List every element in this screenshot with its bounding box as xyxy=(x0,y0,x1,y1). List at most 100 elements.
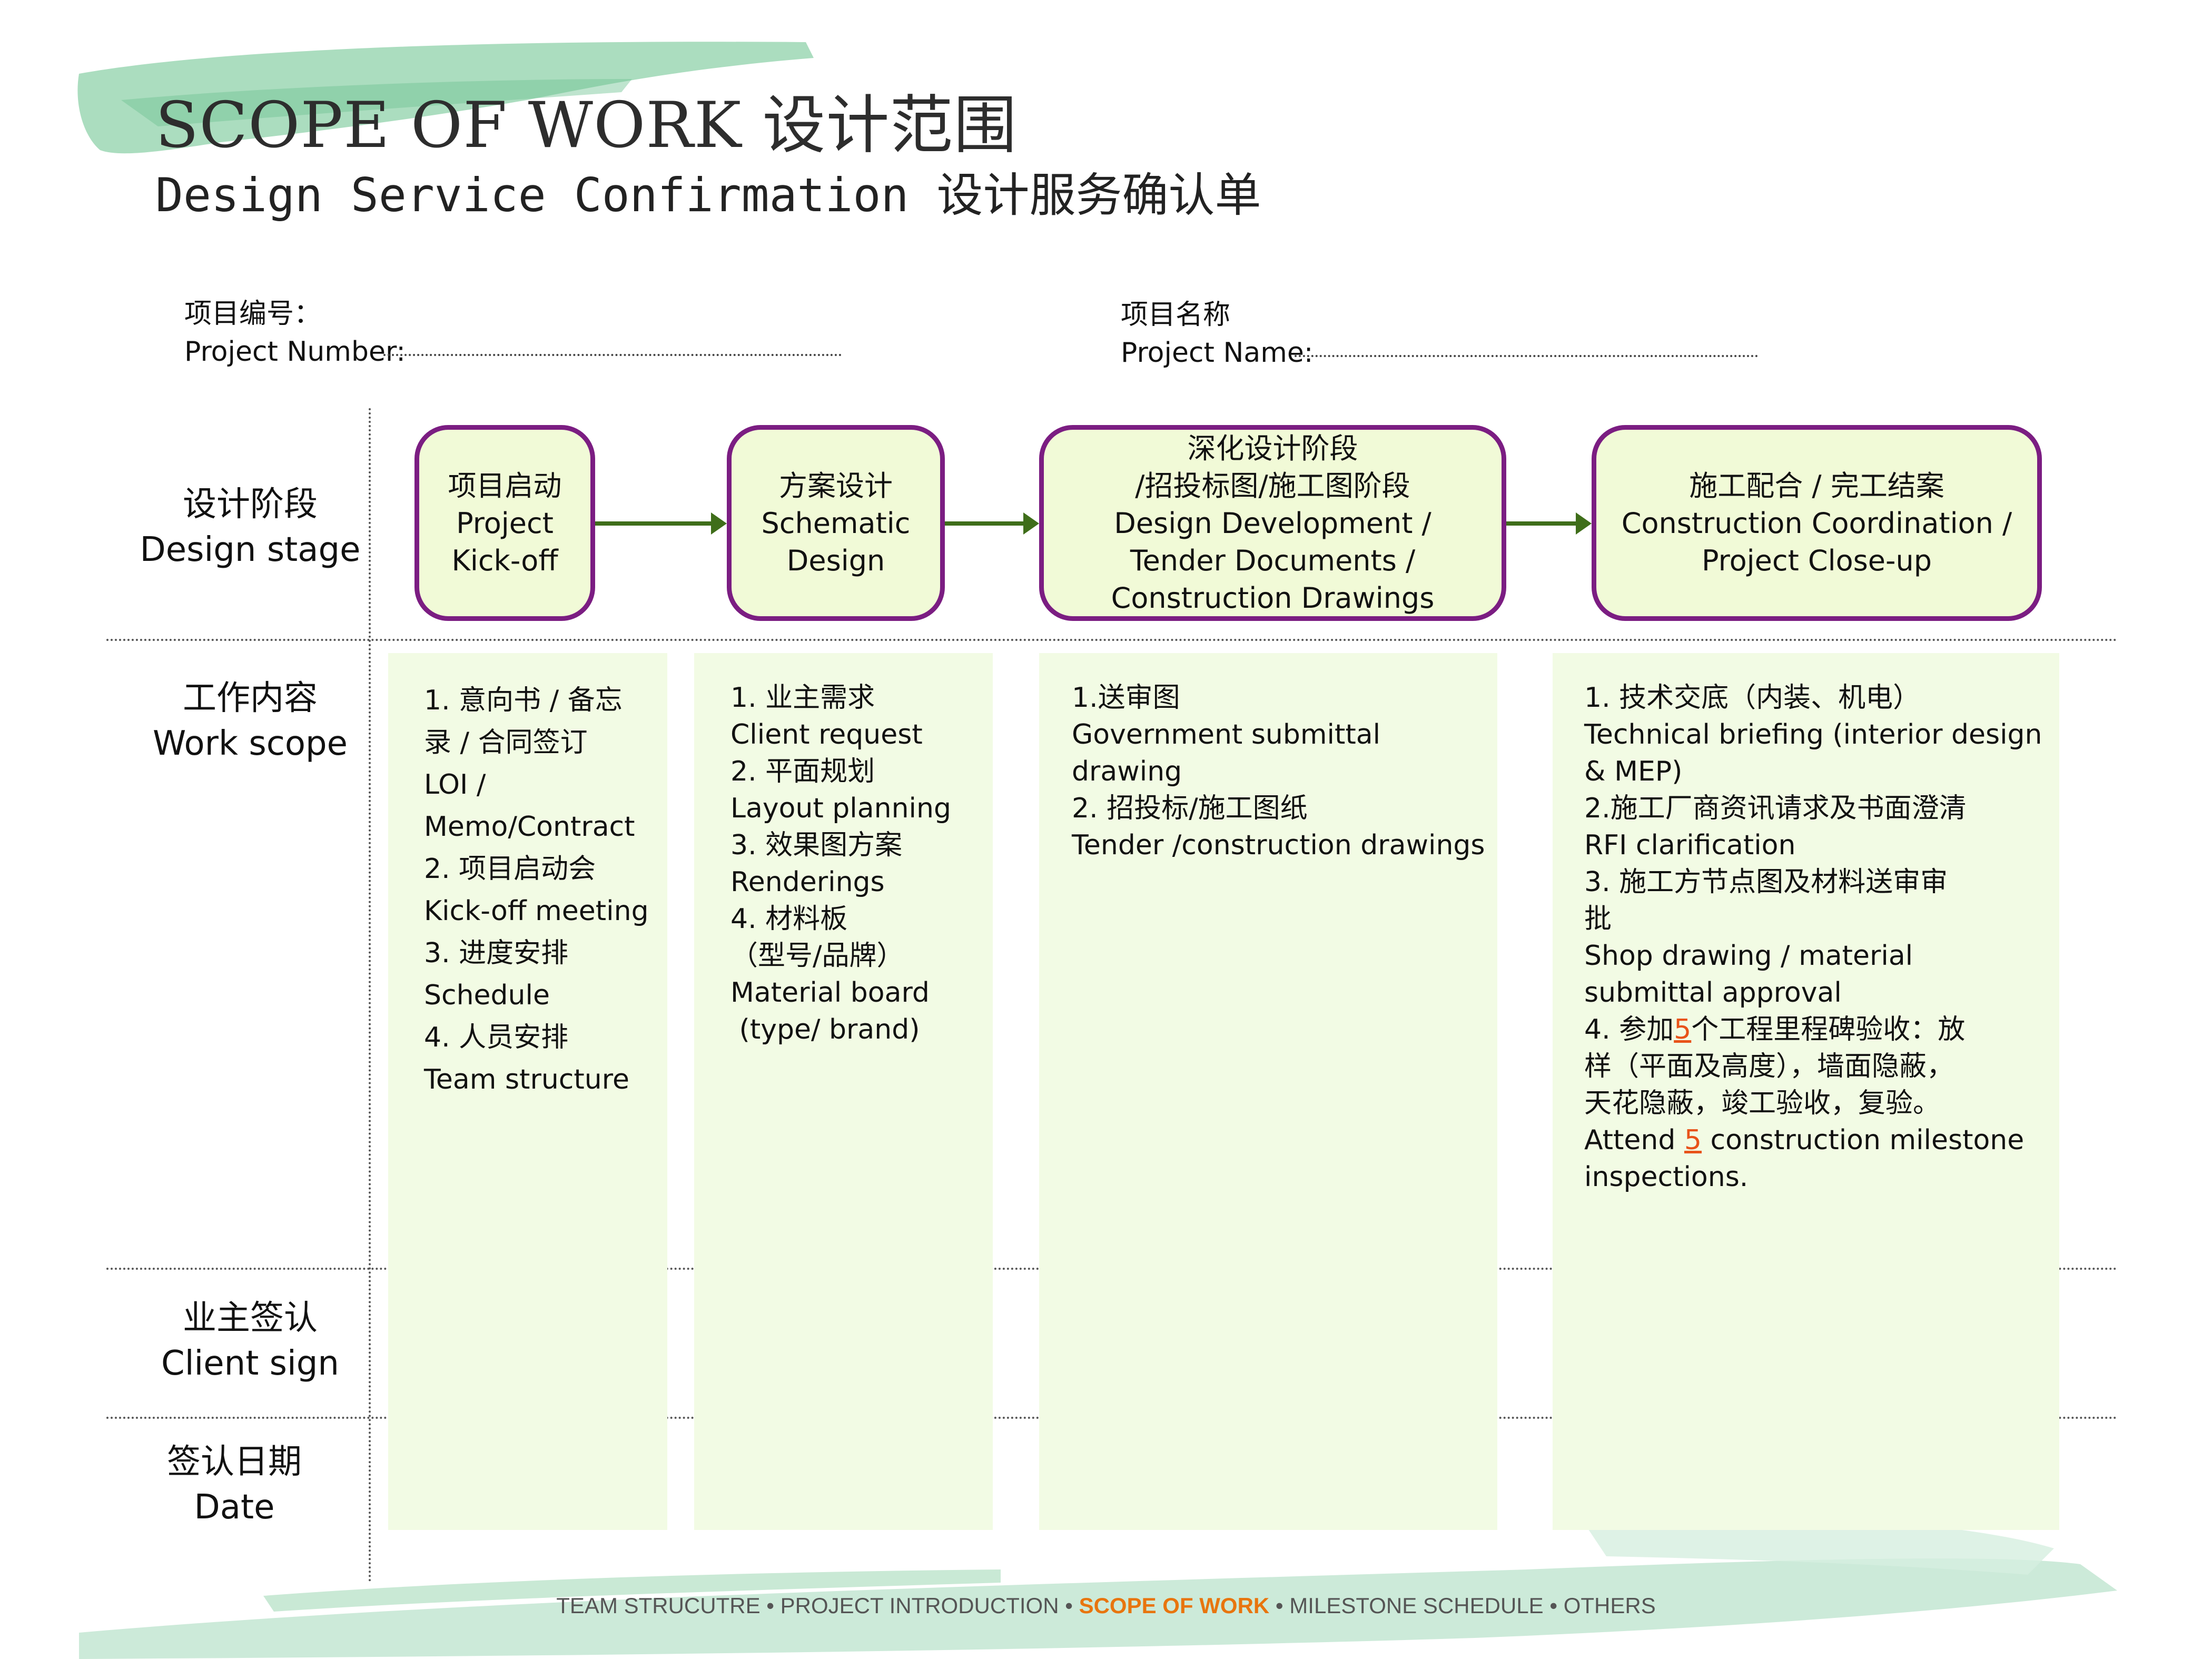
work-item-line: Team structure xyxy=(424,1064,629,1095)
project-number-field: 项目编号： Project Number: xyxy=(184,295,406,371)
stage-line: 方案设计 xyxy=(779,469,893,502)
work-item-line: 2. 平面规划 xyxy=(730,756,875,787)
work-item-line: Attend 5 construction milestone xyxy=(1584,1122,2042,1159)
row-label-client-sign: 业主签认 Client sign xyxy=(113,1296,387,1386)
brush-stroke-top xyxy=(77,42,814,154)
project-name-field: 项目名称 Project Name: xyxy=(1121,296,1313,372)
stage-line: Construction Drawings xyxy=(1111,581,1435,615)
stage-line: Project xyxy=(456,506,554,540)
stage-line: 深化设计阶段 xyxy=(1187,431,1358,465)
work-item-line: Shop drawing / material xyxy=(1584,940,1913,972)
stage-line: Project Close-up xyxy=(1701,544,1932,577)
work-item-line: 3. 施工方节点图及材料送审审 xyxy=(1584,866,1948,898)
work-item-text: Attend xyxy=(1584,1124,1684,1156)
work-item-line: Layout planning xyxy=(730,793,951,824)
work-item-line: 2. 项目启动会 xyxy=(424,853,596,885)
work-item-line: 批 xyxy=(1584,903,1612,935)
work-item-line: Client request xyxy=(730,719,923,750)
column-construction xyxy=(1553,653,2059,1530)
work-item-line: 天花隐蔽，竣工验收，复验。 xyxy=(1584,1088,1941,1119)
column-development xyxy=(1039,653,1497,1530)
row-label-en: Client sign xyxy=(161,1344,339,1383)
row-label-date: 签认日期 Date xyxy=(97,1439,371,1530)
project-number-input[interactable] xyxy=(383,354,842,356)
footer-nav-active[interactable]: SCOPE OF WORK xyxy=(1079,1593,1270,1618)
work-item-line: 3. 效果图方案 xyxy=(730,829,903,861)
stage-line: Schematic xyxy=(761,506,911,540)
work-scope-kickoff: 1. 意向书 / 备忘 录 / 合同签订 LOI / Memo/Contract… xyxy=(424,679,649,1101)
stage-schematic: 方案设计 Schematic Design xyxy=(727,425,945,621)
work-item-line: 1.送审图 xyxy=(1072,682,1180,714)
work-item-line: 4. 人员安排 xyxy=(424,1022,569,1053)
row-divider-1 xyxy=(106,639,2118,641)
column-schematic xyxy=(694,653,993,1530)
page-subtitle: Design Service Confirmation 设计服务确认单 xyxy=(155,168,1261,222)
work-item-line: Material board xyxy=(730,977,930,1009)
page-title: SCOPE OF WORK 设计范围 xyxy=(155,89,1018,162)
work-item-line: 1. 技术交底（内装、机电） xyxy=(1584,682,1921,714)
stage-line: Construction Coordination / xyxy=(1621,506,2012,540)
footer-nav-items[interactable]: • MILESTONE SCHEDULE • OTHERS xyxy=(1269,1593,1656,1618)
work-scope-development: 1.送审图 Government submittal drawing 2. 招投… xyxy=(1072,679,1485,864)
stage-development: 深化设计阶段 /招投标图/施工图阶段 Design Development / … xyxy=(1039,425,1506,621)
stage-kickoff: 项目启动 Project Kick-off xyxy=(414,425,595,621)
row-label-en: Design stage xyxy=(140,530,361,569)
column-kickoff xyxy=(388,653,667,1530)
work-item-line: (type/ brand) xyxy=(730,1014,920,1045)
stage-line: Design Development / xyxy=(1114,506,1431,540)
work-item-line: Schedule xyxy=(424,980,550,1011)
work-item-line: 样（平面及高度），墙面隐蔽， xyxy=(1584,1051,1954,1082)
work-item-text: 4. 参加 xyxy=(1584,1014,1674,1045)
stage-line: Kick-off xyxy=(451,544,558,577)
work-item-line: 3. 进度安排 xyxy=(424,937,569,969)
work-item-line: Tender /construction drawings xyxy=(1072,829,1485,861)
stage-line: 项目启动 xyxy=(448,469,562,502)
work-item-line: 2.施工厂商资讯请求及书面澄清 xyxy=(1584,793,1967,824)
footer-nav-items[interactable]: TEAM STRUCUTRE • PROJECT INTRODUCTION • xyxy=(556,1593,1079,1618)
work-scope-construction: 1. 技术交底（内装、机电） Technical briefing (inter… xyxy=(1584,679,2042,1196)
stage-line: 施工配合 / 完工结案 xyxy=(1689,469,1944,502)
row-label-cn: 签认日期 xyxy=(167,1443,302,1482)
stage-line: Tender Documents / xyxy=(1130,544,1416,577)
project-number-label-cn: 项目编号： xyxy=(184,298,322,330)
milestone-count: 5 xyxy=(1684,1124,1702,1156)
row-label-cn: 业主签认 xyxy=(183,1299,318,1338)
work-item-line: （型号/品牌） xyxy=(730,940,904,972)
project-name-label-cn: 项目名称 xyxy=(1121,299,1231,331)
work-scope-schematic: 1. 业主需求 Client request 2. 平面规划 Layout pl… xyxy=(730,679,951,1048)
work-item-line: LOI / xyxy=(424,769,486,801)
milestone-count: 5 xyxy=(1674,1014,1692,1045)
row-label-en: Work scope xyxy=(152,724,348,763)
work-item-line: Renderings xyxy=(730,866,885,898)
work-item-line: 1. 业主需求 xyxy=(730,682,875,714)
work-item-line: Memo/Contract xyxy=(424,811,635,843)
work-item-text: construction milestone xyxy=(1702,1124,2025,1156)
row-label-cn: 工作内容 xyxy=(183,679,318,718)
footer-nav: TEAM STRUCUTRE • PROJECT INTRODUCTION • … xyxy=(0,1593,2212,1618)
work-item-line: drawing xyxy=(1072,756,1182,787)
work-item-text: 个工程里程碑验收：放 xyxy=(1691,1014,1966,1045)
work-item-line: 4. 材料板 xyxy=(730,903,848,935)
project-name-label-en: Project Name: xyxy=(1121,337,1314,369)
work-item-line: 录 / 合同签订 xyxy=(424,727,588,758)
row-label-en: Date xyxy=(194,1488,275,1527)
work-item-line: 2. 招投标/施工图纸 xyxy=(1072,793,1308,824)
work-item-line: RFI clarification xyxy=(1584,829,1796,861)
stage-line: /招投标图/施工图阶段 xyxy=(1135,469,1410,502)
row-label-cn: 设计阶段 xyxy=(183,485,318,524)
vertical-divider xyxy=(369,408,371,1583)
work-item-line: Government submittal xyxy=(1072,719,1381,750)
work-item-line: Technical briefing (interior design xyxy=(1584,719,2042,750)
row-label-work-scope: 工作内容 Work scope xyxy=(113,676,387,766)
stage-line: Design xyxy=(786,544,885,577)
stage-construction: 施工配合 / 完工结案 Construction Coordination / … xyxy=(1592,425,2042,621)
work-item-line: 4. 参加5个工程里程碑验收：放 xyxy=(1584,1011,2042,1048)
work-item-line: Kick-off meeting xyxy=(424,895,649,927)
project-name-input[interactable] xyxy=(1295,355,1758,357)
work-item-line: inspections. xyxy=(1584,1161,1749,1193)
arrow-right-icon xyxy=(945,512,1039,535)
work-item-line: submittal approval xyxy=(1584,977,1842,1009)
arrow-right-icon xyxy=(595,512,727,535)
work-item-line: 1. 意向书 / 备忘 xyxy=(424,685,623,716)
row-label-design-stage: 设计阶段 Design stage xyxy=(113,482,387,572)
